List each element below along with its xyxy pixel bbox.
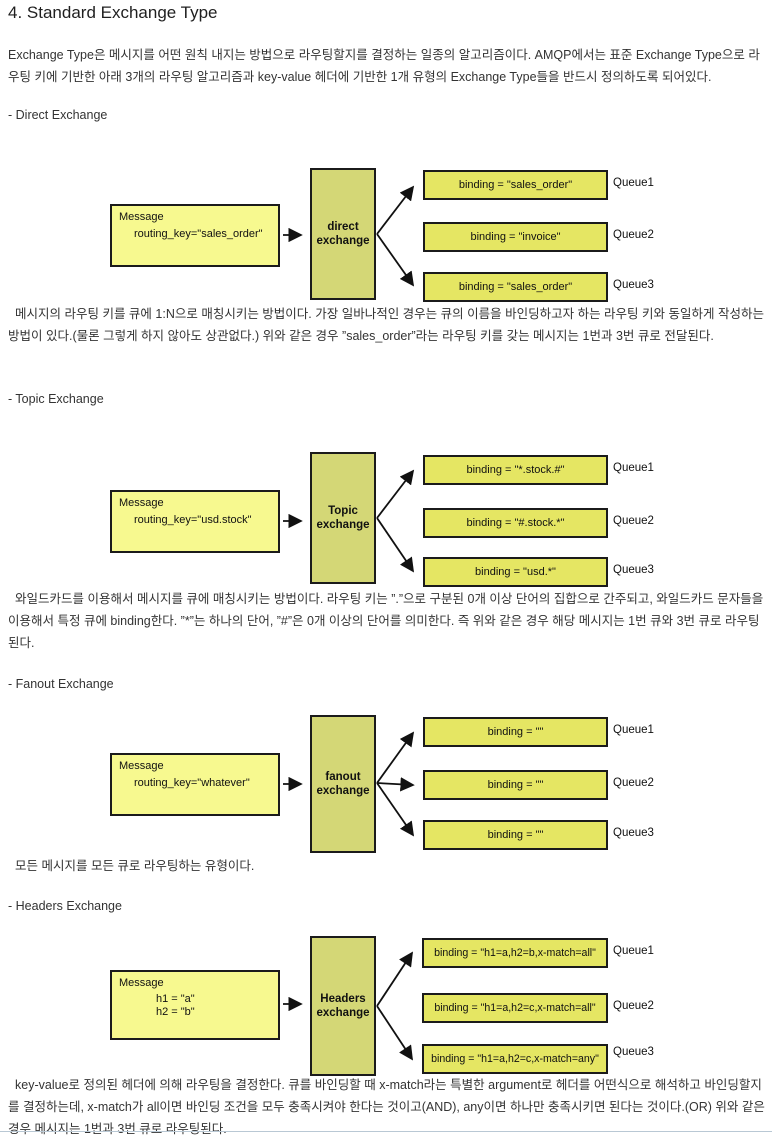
headers-exchange-paragraph: key-value로 정의된 헤더에 의해 라우팅을 결정한다. 큐를 바인딩할… bbox=[8, 1078, 765, 1136]
message-box-title: Message bbox=[119, 497, 164, 509]
exchange-word: exchange bbox=[316, 785, 370, 797]
header-line-2: h2 = "b" bbox=[156, 1006, 195, 1018]
exchange-name: direct bbox=[327, 221, 359, 233]
exchange-word: exchange bbox=[316, 519, 370, 531]
binding-box-3: binding = "h1=a,h2=c,x-match=any" bbox=[422, 1044, 608, 1074]
fanout-exchange-paragraph: 모든 메시지를 모든 큐로 라우팅하는 유형이다. bbox=[15, 859, 255, 873]
queue3-label: Queue3 bbox=[613, 1046, 654, 1058]
headers-exchange-arrows bbox=[283, 951, 413, 1061]
exchange-name: fanout bbox=[325, 771, 361, 783]
queue2-label: Queue2 bbox=[613, 777, 654, 789]
bottom-divider bbox=[0, 1131, 772, 1132]
exchange-box: fanout exchange bbox=[310, 715, 376, 853]
queue3-label: Queue3 bbox=[613, 564, 654, 576]
message-box: Message routing_key="whatever" bbox=[110, 753, 280, 816]
exchange-name: Headers bbox=[320, 993, 366, 1005]
binding-box-1: binding = "*.stock.#" bbox=[423, 455, 608, 485]
heading-headers-exchange: - Headers Exchange bbox=[8, 899, 122, 913]
queue3-label: Queue3 bbox=[613, 827, 654, 839]
fanout-exchange-arrows bbox=[283, 731, 415, 837]
binding-box-3: binding = "usd.*" bbox=[423, 557, 608, 587]
binding-box-2: binding = "" bbox=[423, 770, 608, 800]
exchange-word: exchange bbox=[316, 235, 370, 247]
fanout-exchange-diagram: Message routing_key="whatever" fanout ex… bbox=[0, 712, 772, 855]
routing-key-line: routing_key="sales_order" bbox=[134, 228, 263, 240]
topic-exchange-arrows bbox=[283, 469, 415, 573]
direct-exchange-paragraph: 메시지의 라우팅 키를 큐에 1:N으로 매칭시키는 방법이다. 가장 일바나적… bbox=[8, 307, 764, 343]
message-box: Message routing_key="usd.stock" bbox=[110, 490, 280, 553]
binding-box-2: binding = "#.stock.*" bbox=[423, 508, 608, 538]
queue2-label: Queue2 bbox=[613, 1000, 654, 1012]
topic-exchange-diagram: Message routing_key="usd.stock" Topic ex… bbox=[0, 450, 772, 590]
binding-box-1: binding = "sales_order" bbox=[423, 170, 608, 200]
exchange-box: Headers exchange bbox=[310, 936, 376, 1076]
queue3-label: Queue3 bbox=[613, 279, 654, 291]
binding-box-2: binding = "invoice" bbox=[423, 222, 608, 252]
binding-box-2: binding = "h1=a,h2=c,x-match=all" bbox=[422, 993, 608, 1023]
binding-box-3: binding = "" bbox=[423, 820, 608, 850]
binding-box-1: binding = "h1=a,h2=b,x-match=all" bbox=[422, 938, 608, 968]
exchange-name: Topic bbox=[328, 505, 358, 517]
binding-box-1: binding = "" bbox=[423, 717, 608, 747]
direct-exchange-arrows bbox=[283, 185, 415, 287]
queue1-label: Queue1 bbox=[613, 945, 654, 957]
heading-fanout-exchange: - Fanout Exchange bbox=[8, 677, 114, 691]
message-box-title: Message bbox=[119, 760, 164, 772]
message-box-title: Message bbox=[119, 211, 164, 223]
message-box: Message routing_key="sales_order" bbox=[110, 204, 280, 267]
routing-key-line: routing_key="whatever" bbox=[134, 777, 250, 789]
exchange-box: Topic exchange bbox=[310, 452, 376, 584]
page-title: 4. Standard Exchange Type bbox=[8, 3, 218, 22]
heading-topic-exchange: - Topic Exchange bbox=[8, 392, 104, 406]
direct-exchange-diagram: Message routing_key="sales_order" direct… bbox=[0, 166, 772, 306]
queue1-label: Queue1 bbox=[613, 177, 654, 189]
queue2-label: Queue2 bbox=[613, 515, 654, 527]
queue2-label: Queue2 bbox=[613, 229, 654, 241]
exchange-word: exchange bbox=[316, 1007, 370, 1019]
message-box: Message h1 = "a" h2 = "b" bbox=[110, 970, 280, 1040]
intro-paragraph: Exchange Type은 메시지를 어떤 원칙 내지는 방법으로 라우팅할지… bbox=[8, 48, 760, 84]
binding-box-3: binding = "sales_order" bbox=[423, 272, 608, 302]
headers-exchange-diagram: Message h1 = "a" h2 = "b" Headers exchan… bbox=[0, 934, 772, 1078]
queue1-label: Queue1 bbox=[613, 462, 654, 474]
routing-key-line: routing_key="usd.stock" bbox=[134, 514, 252, 526]
header-line-1: h1 = "a" bbox=[156, 993, 195, 1005]
message-box-title: Message bbox=[119, 977, 164, 989]
queue1-label: Queue1 bbox=[613, 724, 654, 736]
exchange-box: direct exchange bbox=[310, 168, 376, 300]
topic-exchange-paragraph: 와일드카드를 이용해서 메시지를 큐에 매칭시키는 방법이다. 라우팅 키는 ”… bbox=[8, 592, 764, 650]
heading-direct-exchange: - Direct Exchange bbox=[8, 108, 108, 122]
